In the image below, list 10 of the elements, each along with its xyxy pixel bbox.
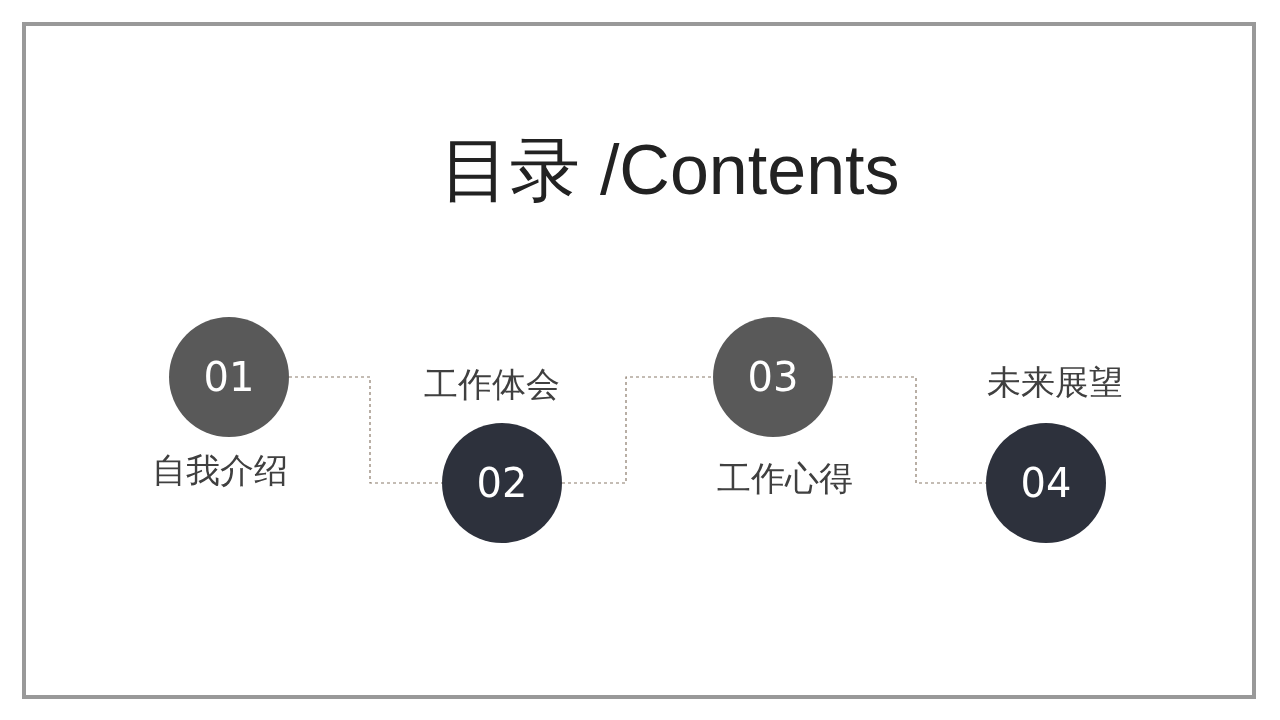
step-label: 工作体会: [424, 367, 560, 401]
number-circle: 04: [986, 423, 1106, 543]
number-circle: 02: [442, 423, 562, 543]
step-label: 工作心得: [717, 461, 853, 495]
title: 目录 /Contents: [440, 132, 900, 209]
step-label: 未来展望: [987, 365, 1123, 399]
number-circle: 01: [169, 317, 289, 437]
number-circle: 03: [713, 317, 833, 437]
step-label: 自我介绍: [152, 453, 288, 487]
connector-line: [561, 376, 714, 484]
